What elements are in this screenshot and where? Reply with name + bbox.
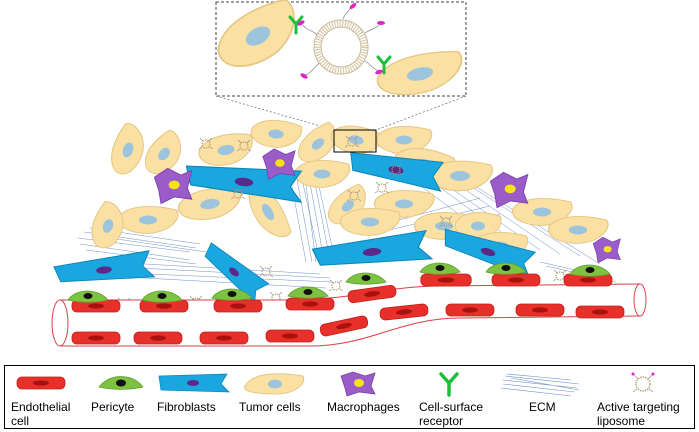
legend-label-macrophage: Macrophages [327, 400, 400, 414]
legend-label-endothelial: Endothelial cell [11, 400, 71, 428]
legend-label-ecm: ECM [529, 400, 556, 414]
legend-item-ecm: ECM [501, 368, 581, 428]
pericyte-icon [98, 376, 144, 390]
legend-item-pericyte: Pericyte [91, 368, 161, 428]
legend-label-tumor: Tumor cells [239, 400, 301, 414]
legend-item-receptor: Cell-surface receptor [419, 368, 499, 428]
macrophage-icon [340, 371, 376, 397]
legend-item-tumor: Tumor cells [239, 368, 319, 428]
legend-label-liposome: Active targeting liposome [597, 400, 680, 428]
legend-item-endothelial: Endothelial cell [11, 368, 91, 428]
liposome-icon [631, 372, 655, 393]
legend-label-fibroblast: Fibroblasts [157, 400, 216, 414]
endothelial-cell-icon [16, 376, 66, 390]
legend-label-receptor: Cell-surface receptor [419, 400, 484, 428]
inset-receptor-left [288, 15, 304, 35]
legend-label-pericyte: Pericyte [91, 400, 135, 414]
legend-item-liposome: Active targeting liposome [597, 368, 693, 428]
tumor-cell-icon [243, 373, 305, 395]
legend-item-macrophage: Macrophages [327, 368, 417, 428]
zoom-inset [207, 0, 468, 131]
receptor-icon [439, 372, 459, 397]
legend: Endothelial cell Pericyte Fibroblasts Tu… [4, 365, 695, 429]
ecm-fibers [77, 147, 617, 289]
zoom-region-box [333, 129, 377, 153]
inset-receptor-right [376, 55, 392, 75]
fibroblast-icon [158, 373, 230, 393]
legend-item-fibroblast: Fibroblasts [157, 368, 237, 428]
inset-liposome [297, 3, 385, 79]
ecm-icon [501, 373, 580, 397]
